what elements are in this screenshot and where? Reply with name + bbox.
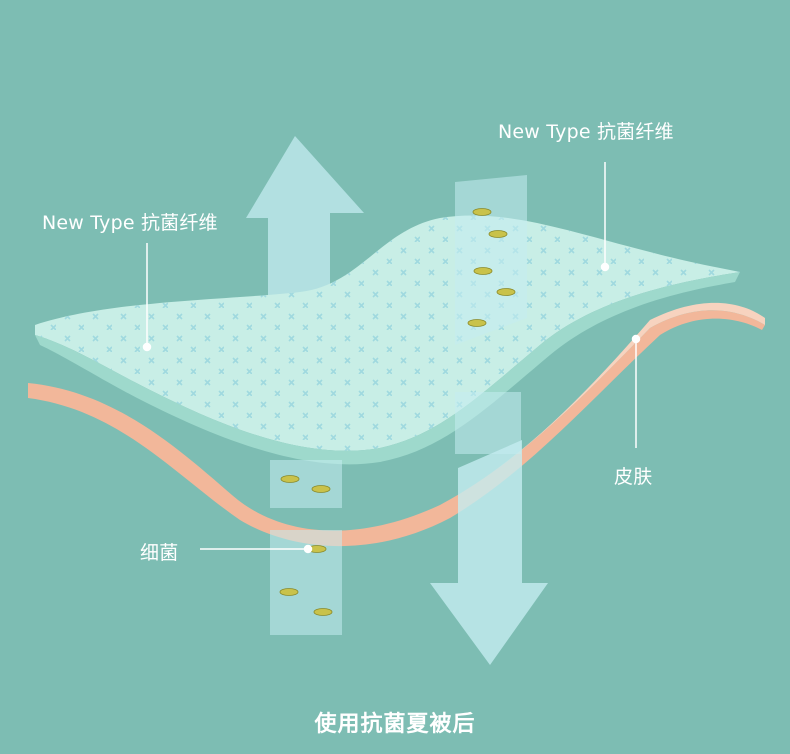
callout-dot-fiber-left bbox=[142, 342, 152, 352]
callout-dot-skin bbox=[631, 334, 641, 344]
bacteria-label: 细菌 bbox=[140, 542, 179, 564]
down-arrow bbox=[430, 440, 548, 665]
bacteria-strip-upper bbox=[455, 175, 527, 345]
bacteria-group-upper bbox=[467, 208, 516, 327]
fabric-layer-side bbox=[35, 272, 740, 465]
skin-layer bbox=[28, 310, 765, 547]
bacteria-strip-lower-right bbox=[455, 392, 521, 454]
caption: 使用抗菌夏被后 bbox=[314, 712, 476, 737]
skin-label: 皮肤 bbox=[614, 466, 653, 488]
fiber-label-left: New Type 抗菌纤维 bbox=[42, 212, 218, 234]
callout-dot-fiber-right bbox=[600, 262, 610, 272]
fiber-label-right: New Type 抗菌纤维 bbox=[498, 121, 674, 143]
callout-dot-bacteria bbox=[303, 544, 313, 554]
up-arrow bbox=[246, 136, 364, 330]
fabric-pattern bbox=[35, 215, 740, 451]
bacteria-strip-skin bbox=[270, 460, 342, 508]
